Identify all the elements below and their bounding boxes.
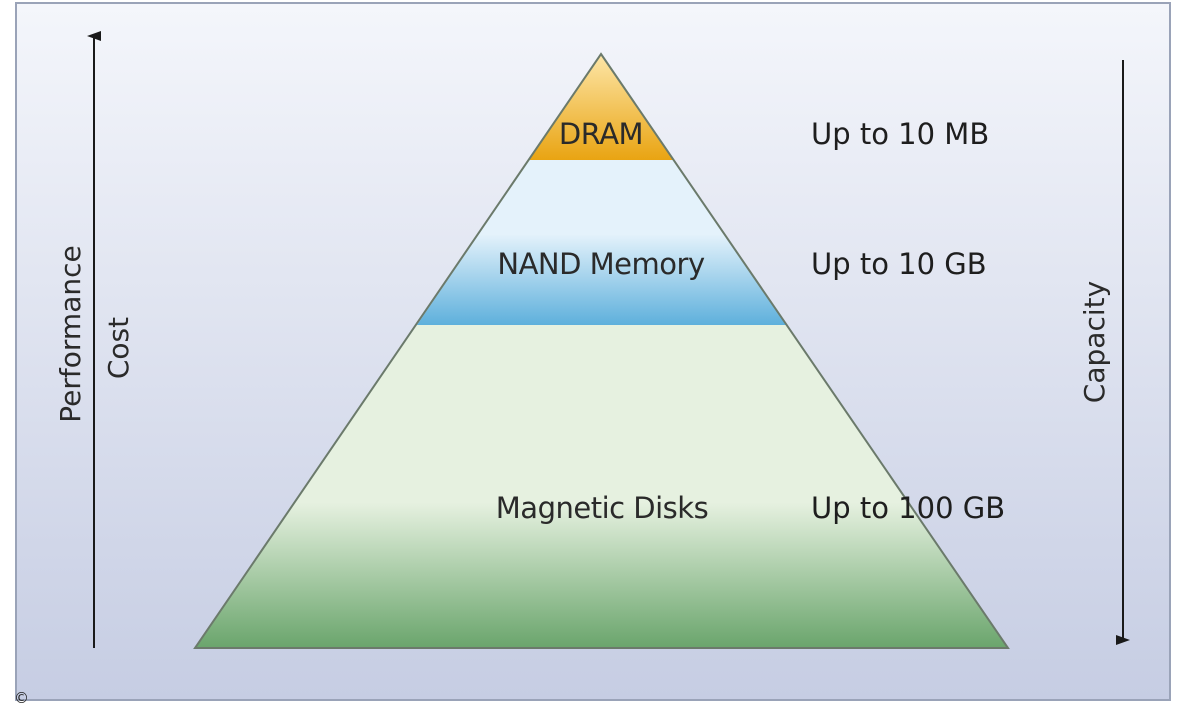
pyramid-outline — [193, 52, 1010, 649]
copyright-mark: © — [14, 689, 29, 707]
cost-label: Cost — [102, 317, 135, 379]
tier-dram-band — [529, 54, 673, 160]
capacity-axis-label: Capacity — [1078, 281, 1111, 403]
tier-disk-band — [195, 325, 1008, 648]
capacity-label-dram: Up to 10 MB — [811, 117, 989, 151]
tier-nand-band — [417, 160, 786, 325]
capacity-label-disk: Up to 100 GB — [811, 491, 1005, 525]
performance-label: Performance — [54, 245, 87, 422]
tier-label-dram: DRAM — [559, 117, 643, 151]
tier-label-nand: NAND Memory — [497, 247, 705, 281]
capacity-label-nand: Up to 10 GB — [811, 247, 987, 281]
tier-label-disk: Magnetic Disks — [496, 491, 708, 525]
